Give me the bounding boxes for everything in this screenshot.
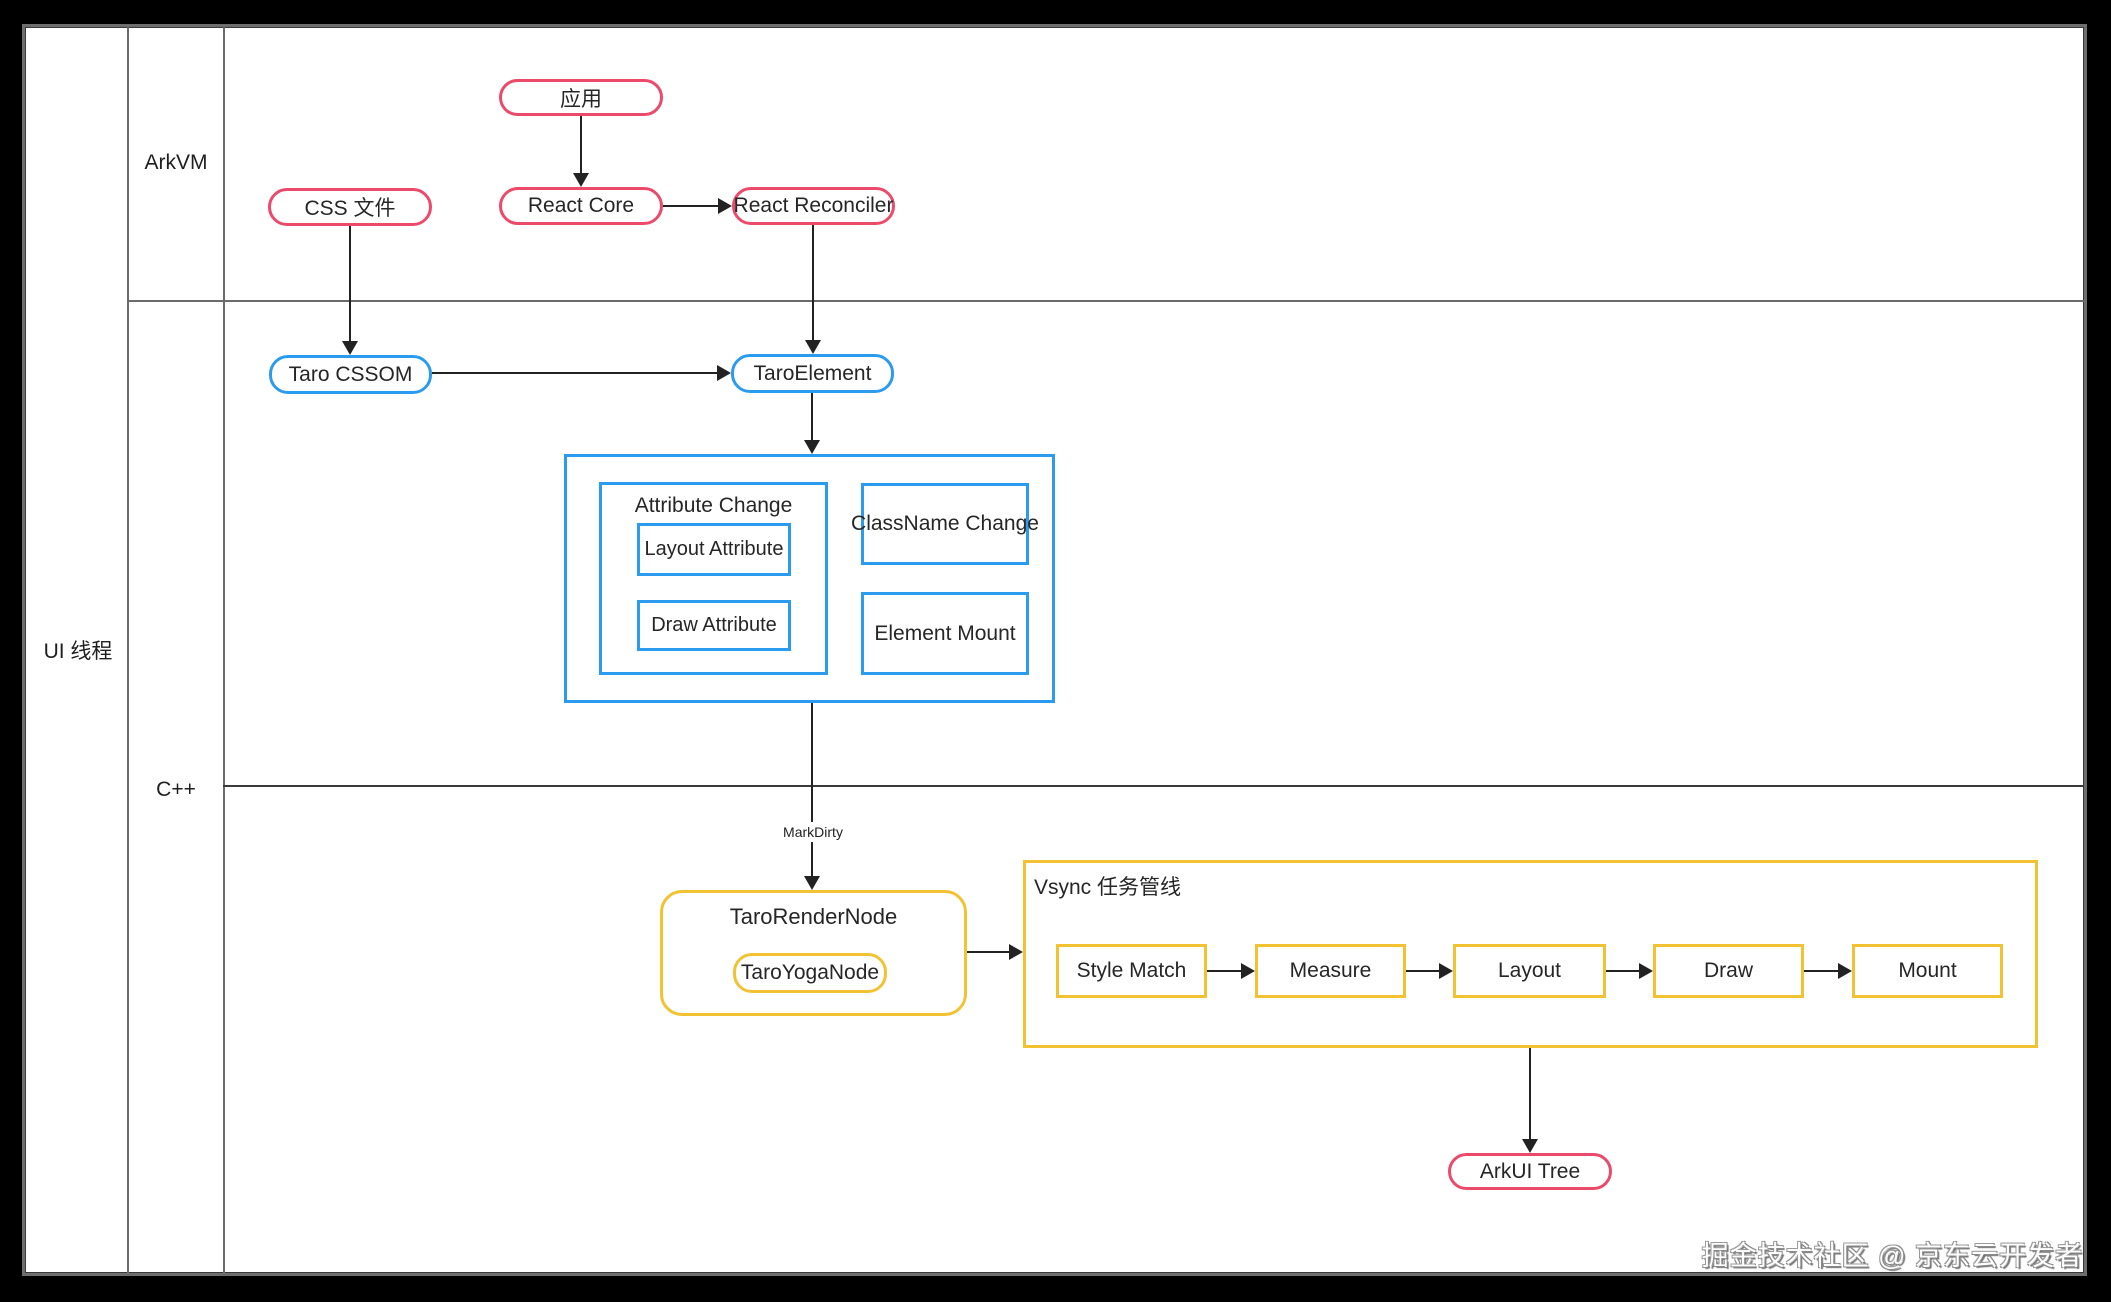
node-arkui-tree: ArkUI Tree	[1448, 1153, 1612, 1190]
arrowhead-layout-to-draw	[1639, 963, 1653, 979]
cpp-section-line	[223, 785, 2084, 787]
arrow-app-to-react-core	[580, 116, 582, 174]
watermark: 掘金技术社区 @ 京东云开发者	[1701, 1241, 2083, 1271]
arrowhead-taro-element-to-change-container	[804, 440, 820, 454]
node-react-core: React Core	[499, 187, 663, 225]
arrow-draw-to-mount	[1804, 970, 1839, 972]
arrowhead-taro-cssom-to-taro-element	[717, 365, 731, 381]
lane-divider-2	[223, 26, 225, 1273]
arrow-taro-element-to-change-container	[811, 393, 813, 441]
arrow-taro-cssom-to-taro-element	[432, 372, 718, 374]
arrowhead-reconciler-to-taro-element	[805, 340, 821, 354]
node-taro-cssom: Taro CSSOM	[269, 355, 432, 394]
node-style-match: Style Match	[1056, 944, 1207, 998]
arkvm-cpp-boundary	[127, 300, 2084, 302]
arrowhead-measure-to-layout	[1439, 963, 1453, 979]
arrowhead-change-container-to-render-node	[804, 876, 820, 890]
arrow-vsync-to-arkui-tree	[1529, 1048, 1531, 1140]
arrowhead-vsync-to-arkui-tree	[1522, 1139, 1538, 1153]
node-draw: Draw	[1653, 944, 1804, 998]
arrowhead-css-file-to-taro-cssom	[342, 341, 358, 355]
vsync-pipeline-title: Vsync 任务管线	[1034, 876, 1182, 899]
edge-label-markdirty: MarkDirty	[777, 822, 849, 842]
arrowhead-style-match-to-measure	[1241, 963, 1255, 979]
arrow-render-node-to-vsync	[967, 951, 1010, 953]
arrow-change-container-to-render-node	[811, 703, 813, 877]
node-measure: Measure	[1255, 944, 1406, 998]
lane-divider-1	[127, 26, 129, 1273]
node-css-file: CSS 文件	[268, 188, 432, 226]
arrow-reconciler-to-taro-element	[812, 225, 814, 340]
arrowhead-app-to-react-core	[573, 173, 589, 187]
node-taro-yoga-node: TaroYogaNode	[733, 953, 887, 993]
lane-label-arkvm: ArkVM	[144, 151, 208, 174]
arrowhead-render-node-to-vsync	[1009, 944, 1023, 960]
node-element-mount: Element Mount	[861, 592, 1029, 675]
attribute-change-title: Attribute Change	[634, 494, 793, 517]
node-layout-attribute: Layout Attribute	[637, 523, 791, 576]
node-app: 应用	[499, 79, 663, 116]
arrow-style-match-to-measure	[1207, 970, 1242, 972]
node-mount: Mount	[1852, 944, 2003, 998]
arrow-layout-to-draw	[1606, 970, 1640, 972]
arrowhead-react-core-to-reconciler	[718, 198, 732, 214]
taro-render-node-title: TaroRenderNode	[729, 904, 898, 929]
node-react-reconciler: React Reconciler	[732, 187, 895, 225]
lane-label-ui-thread: UI 线程	[43, 640, 113, 663]
node-layout: Layout	[1453, 944, 1606, 998]
lane-label-cpp: C++	[156, 778, 196, 801]
node-taro-element: TaroElement	[731, 354, 894, 393]
arrow-react-core-to-reconciler	[663, 205, 718, 207]
node-draw-attribute: Draw Attribute	[637, 600, 791, 651]
arrow-css-file-to-taro-cssom	[349, 226, 351, 341]
arrowhead-draw-to-mount	[1838, 963, 1852, 979]
node-classname-change: ClassName Change	[851, 483, 1039, 565]
arrow-measure-to-layout	[1406, 970, 1440, 972]
